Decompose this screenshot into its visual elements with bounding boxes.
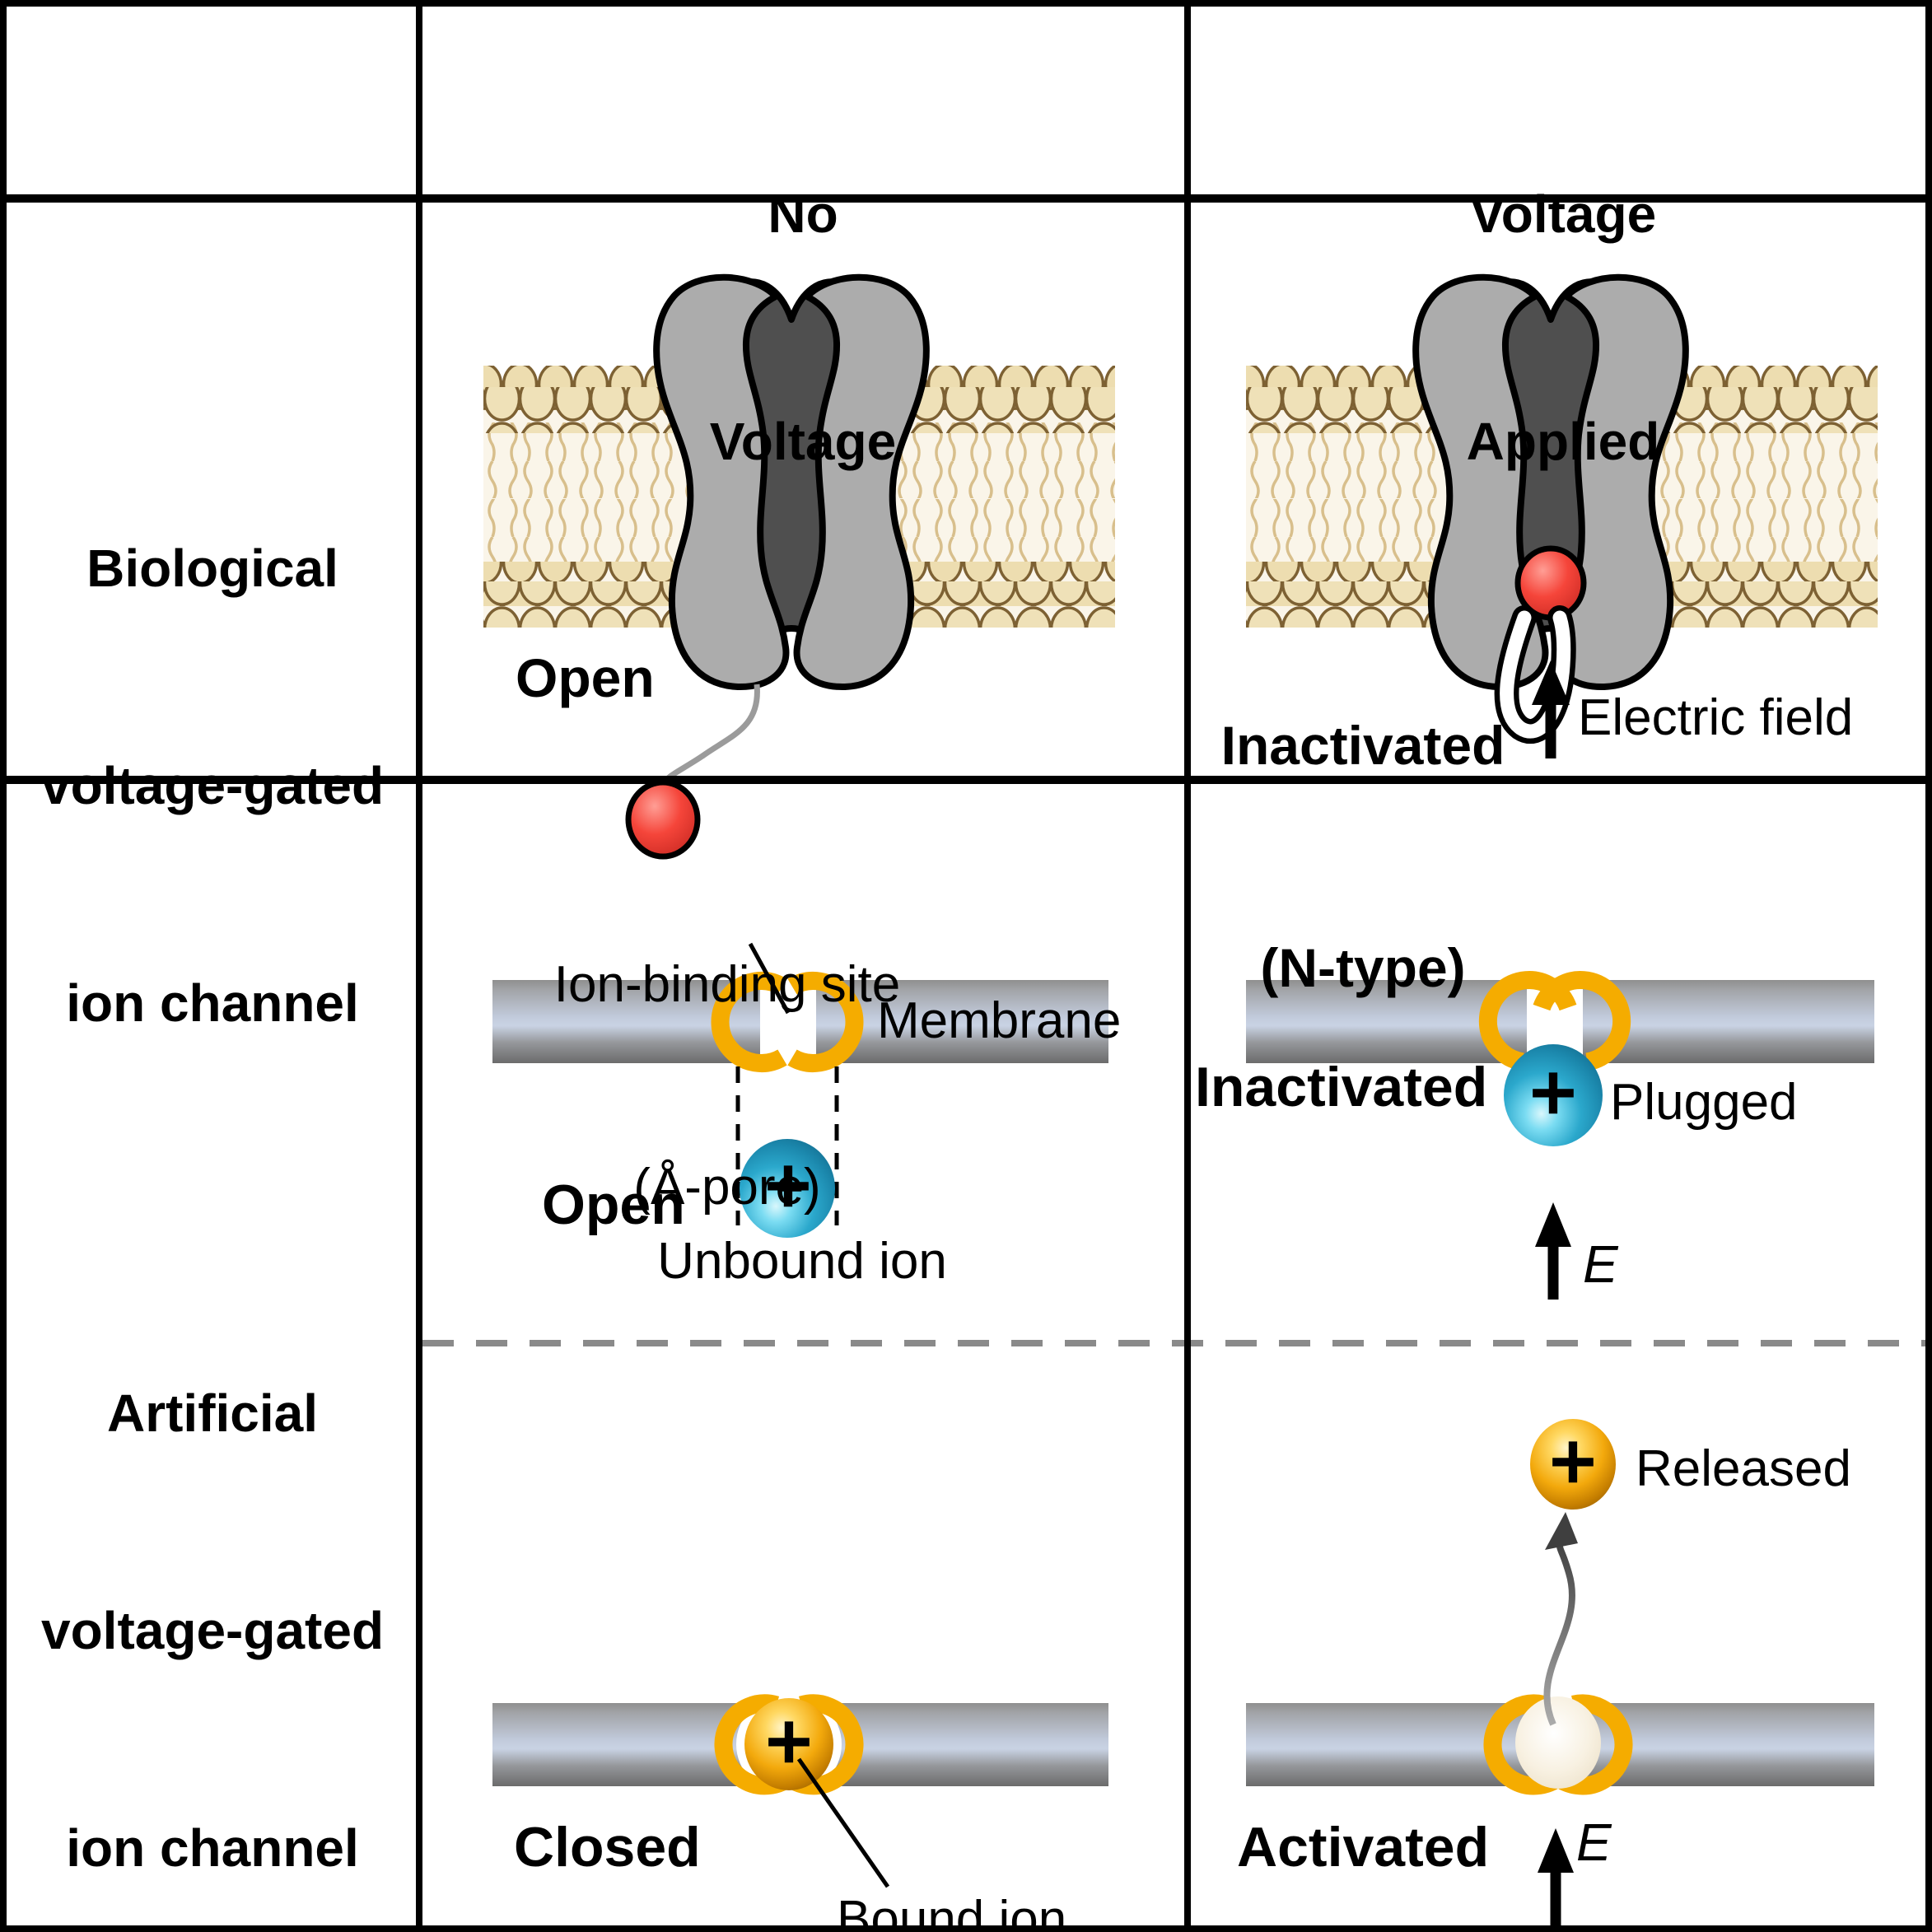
release-path-arrow — [1543, 1546, 1575, 1726]
bound-ion-label: Bound ion — [837, 1891, 1067, 1932]
row-label-line: Biological — [86, 539, 338, 598]
pore-pointer-line — [748, 942, 791, 1015]
annotation-line: Ion-binding site — [553, 956, 901, 1013]
row-label-line: Artificial — [106, 1384, 319, 1443]
ball-and-chain-tether — [661, 684, 760, 786]
art-closed-illustration: + — [492, 1693, 1108, 1888]
column-header-no-voltage: No Voltage — [710, 25, 896, 631]
e-symbol-activated: E — [1576, 1813, 1612, 1872]
released-ion-ball — [1530, 1419, 1616, 1510]
e-symbol-inactivated: E — [1583, 1234, 1618, 1294]
plugged-label: Plugged — [1610, 1074, 1798, 1131]
plus-icon: + — [766, 1698, 811, 1785]
plugged-ion-ball — [1504, 1044, 1603, 1146]
row-label-line: ion channel — [66, 1818, 359, 1878]
row-label-biological: Biological voltage-gated ion channel — [41, 387, 384, 1184]
plus-icon: + — [1530, 1049, 1575, 1136]
art-activated-illustration: + — [1246, 1416, 1874, 1925]
plus-icon: + — [1550, 1418, 1595, 1505]
released-label: Released — [1636, 1440, 1851, 1497]
grid-hline-header — [7, 194, 1925, 203]
row-label-line: voltage-gated — [40, 1601, 385, 1660]
art-open-state-label: Open — [542, 1174, 685, 1236]
annotation-line: (Å-pore) — [633, 1159, 821, 1216]
grid-vline-columns — [1184, 7, 1191, 1925]
unbound-ion-label: Unbound ion — [657, 1233, 947, 1290]
tether-loop — [1500, 610, 1571, 739]
electric-field-arrow — [1532, 660, 1570, 758]
e-field-arrow — [1535, 1202, 1571, 1300]
art-inactivated-state-label: Inactivated — [1195, 1056, 1488, 1118]
state-line: (N-type) — [1260, 937, 1466, 998]
bound-ion-pointer-line — [796, 1757, 890, 1888]
electric-field-label: Electric field — [1578, 689, 1854, 746]
bio-inactivated-state-label: Inactivated (N-type) — [1221, 560, 1505, 1153]
vacated-site-ghost-ball — [1515, 1696, 1601, 1789]
art-open-illustration: + — [492, 942, 1108, 1238]
header-line: Voltage — [709, 412, 897, 471]
pore-gap — [760, 978, 816, 1065]
binding-site-arc-right — [787, 972, 864, 1072]
bio-open-state-label: Open — [516, 647, 655, 708]
grid-vline-labels — [416, 7, 422, 1925]
art-activated-state-label: Activated — [1237, 1816, 1490, 1878]
binding-site-arc-right — [1533, 971, 1631, 1071]
header-line: Applied — [1466, 412, 1660, 471]
column-header-voltage-applied: Voltage Applied — [1467, 25, 1660, 631]
unbound-ion-ball — [740, 1139, 835, 1238]
art-closed-state-label: Closed — [514, 1816, 701, 1878]
membrane-label: Membrane — [877, 992, 1122, 1049]
header-line: No — [768, 184, 838, 244]
row-label-line: ion channel — [66, 973, 359, 1033]
grid-hline-rows — [7, 776, 1925, 784]
bound-ion-ball — [744, 1698, 833, 1790]
diagram-artwork: + + + — [422, 7, 1925, 1925]
ion-binding-site-label: Ion-binding site (Å-pore) — [554, 816, 901, 1356]
binding-site-arc-left — [711, 972, 787, 1072]
release-arrowhead — [1545, 1512, 1578, 1550]
state-line: Inactivated — [1220, 715, 1505, 776]
header-line: Voltage — [1469, 184, 1657, 244]
art-inactivated-illustration: + — [1246, 971, 1874, 1300]
row-label-line: voltage-gated — [40, 756, 385, 815]
plus-icon: + — [765, 1142, 810, 1230]
row-label-artificial: Artificial voltage-gated ion channel — [40, 1232, 385, 1925]
bio-inactivated-illustration — [1246, 278, 1878, 758]
e-field-arrow — [1538, 1828, 1574, 1925]
